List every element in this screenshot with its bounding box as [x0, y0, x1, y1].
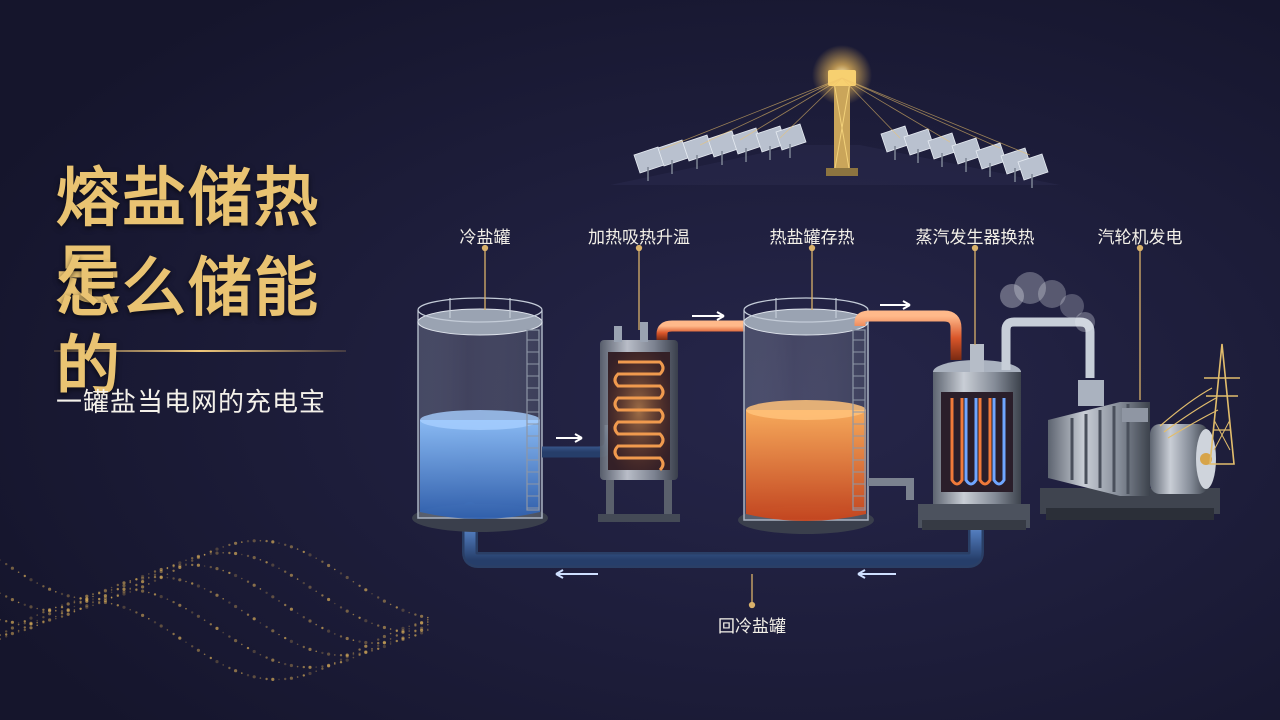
- turbine-generator: [1040, 380, 1220, 520]
- label-leaders: [481, 244, 1144, 609]
- heater-exchanger: [598, 322, 680, 522]
- page-subtitle: 一罐盐当电网的充电宝: [56, 388, 327, 418]
- heliostat-mirror: [1017, 153, 1049, 188]
- heater-to-hot-tank-pipe: [656, 311, 745, 340]
- hot-salt-tank: [738, 297, 874, 534]
- label-hot-salt-tank: 热盐罐存热: [769, 228, 855, 248]
- title-divider: [54, 350, 346, 352]
- label-cold-salt-tank: 冷盐罐: [459, 228, 511, 248]
- hot-to-steam-pipe: [854, 300, 962, 500]
- return-pipe: [462, 497, 984, 579]
- solar-tower: [659, 45, 1031, 176]
- solar-field: [610, 45, 1060, 188]
- steam-generator: [918, 317, 1095, 530]
- label-return-to-cold-tank: 回冷盐罐: [718, 617, 786, 637]
- cold-salt-tank: [412, 297, 548, 532]
- label-turbine-generator: 汽轮机发电: [1097, 228, 1183, 248]
- steam-plume: [1000, 272, 1095, 332]
- heliostat-mirrors: [633, 123, 1049, 188]
- transmission-pylon: [1159, 343, 1240, 465]
- page-title-line-2: 怎么储能的: [56, 252, 320, 404]
- particle-wave-decoration: [0, 539, 429, 682]
- page-title-line-1: 熔盐储热是: [56, 162, 320, 314]
- label-steam-generator: 蒸汽发生器换热: [915, 228, 1035, 248]
- label-heating-stage: 加热吸热升温: [588, 228, 690, 248]
